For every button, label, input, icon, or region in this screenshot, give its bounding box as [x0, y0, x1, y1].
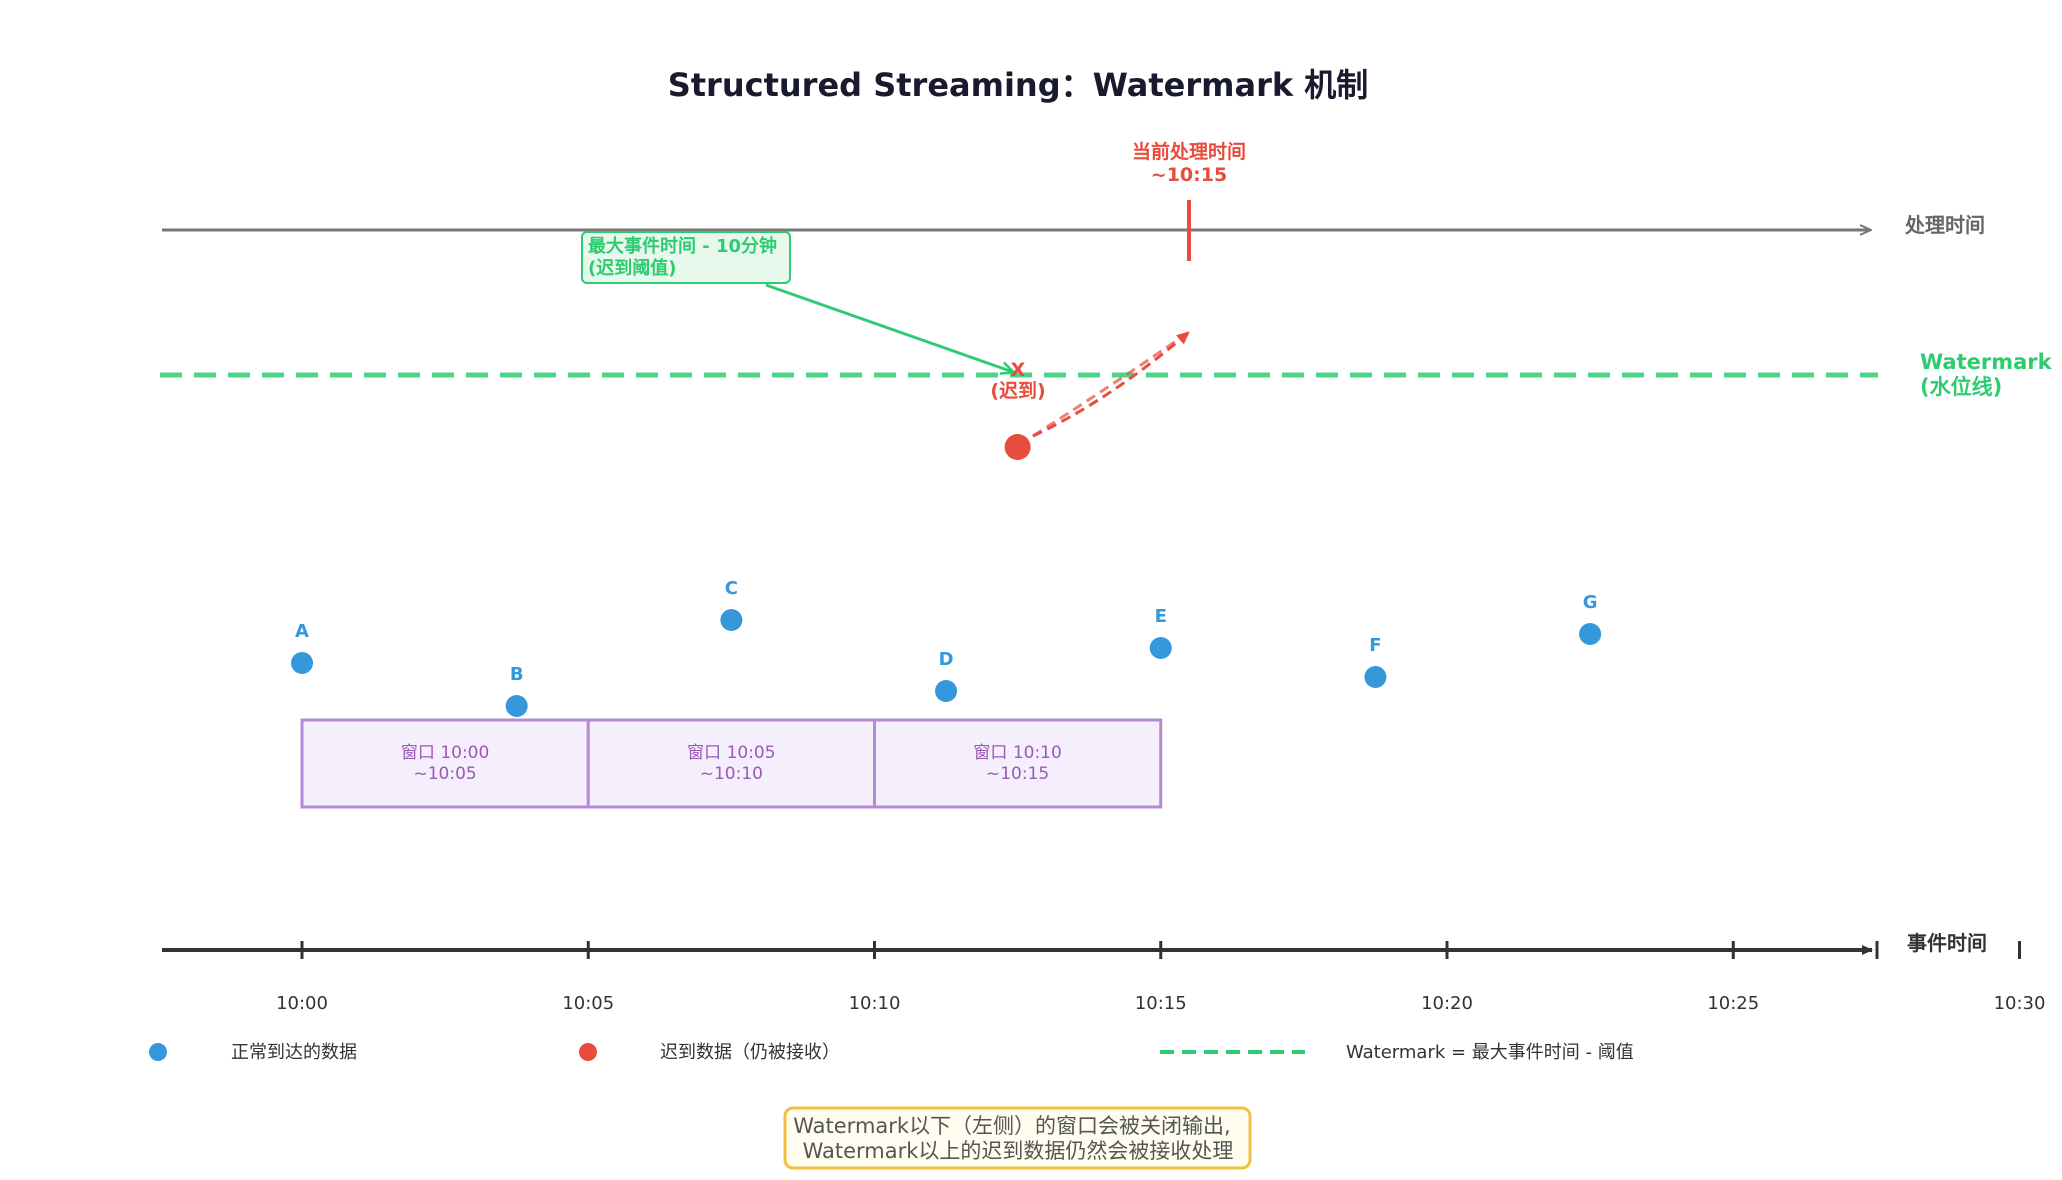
time-window-label: 窗口 10:00 — [401, 743, 489, 763]
time-window-range: ~10:10 — [700, 764, 763, 784]
event-axis-tick-label: 10:20 — [1421, 993, 1473, 1014]
late-x-mark: X — [1011, 359, 1026, 381]
event-axis-tick-label: 10:30 — [1994, 993, 2046, 1014]
current-time-value: ~10:15 — [1151, 164, 1227, 186]
event-axis-tick-label: 10:25 — [1707, 993, 1759, 1014]
legend-normal-label: 正常到达的数据 — [231, 1042, 357, 1063]
time-window-range: ~10:15 — [986, 764, 1049, 784]
watermark-sublabel: (水位线) — [1920, 375, 2002, 399]
note-box — [783, 1106, 1252, 1170]
threshold-arrow — [765, 283, 1013, 372]
data-point — [720, 609, 743, 631]
data-point — [1579, 623, 1602, 645]
data-point — [505, 695, 528, 717]
data-point-label: C — [725, 578, 738, 599]
threshold-box — [581, 231, 791, 284]
data-point-label: G — [1583, 592, 1598, 613]
event-time-label: 事件时间 — [1907, 931, 1987, 955]
legend-watermark-label: Watermark = 最大事件时间 - 阈值 — [1346, 1042, 1634, 1063]
data-point-label: D — [939, 649, 954, 670]
late-data-point — [1004, 434, 1031, 460]
time-window-label: 窗口 10:10 — [973, 743, 1061, 763]
time-window — [300, 718, 590, 809]
late-data-arc — [1032, 330, 1190, 438]
time-window-label: 窗口 10:05 — [687, 743, 775, 763]
threshold-subtext: (迟到阈值) — [588, 257, 676, 279]
data-point — [1149, 637, 1172, 659]
note-line-1: Watermark以下（左侧）的窗口会被关闭输出, — [793, 1114, 1231, 1138]
legend-late-label: 迟到数据（仍被接收） — [660, 1042, 840, 1063]
event-axis-tick-label: 10:00 — [276, 993, 328, 1014]
legend-normal-icon — [149, 1043, 167, 1061]
data-point-label: E — [1155, 606, 1167, 627]
data-point-label: B — [510, 664, 524, 685]
event-axis-tick-label: 10:05 — [562, 993, 614, 1014]
diagram-title: Structured Streaming：Watermark 机制 — [668, 66, 1369, 104]
data-point — [935, 680, 958, 702]
time-window — [873, 718, 1163, 809]
current-time-label: 当前处理时间 — [1132, 140, 1246, 163]
data-point — [291, 652, 313, 674]
late-label: (迟到) — [990, 380, 1045, 402]
time-window-range: ~10:05 — [414, 764, 477, 784]
event-axis-tick-label: 10:15 — [1135, 993, 1187, 1014]
threshold-text: 最大事件时间 - 10分钟 — [588, 235, 777, 257]
processing-time-label: 处理时间 — [1904, 213, 1985, 237]
event-axis-tick-label: 10:10 — [849, 993, 901, 1014]
late-data-arc-2 — [1032, 330, 1190, 438]
data-point-label: F — [1369, 635, 1381, 656]
watermark-label: Watermark — [1920, 350, 2053, 374]
data-point-label: A — [295, 621, 309, 642]
note-line-2: Watermark以上的迟到数据仍然会被接收处理 — [803, 1139, 1234, 1163]
legend-late-icon — [579, 1043, 597, 1061]
data-point — [1364, 666, 1387, 688]
